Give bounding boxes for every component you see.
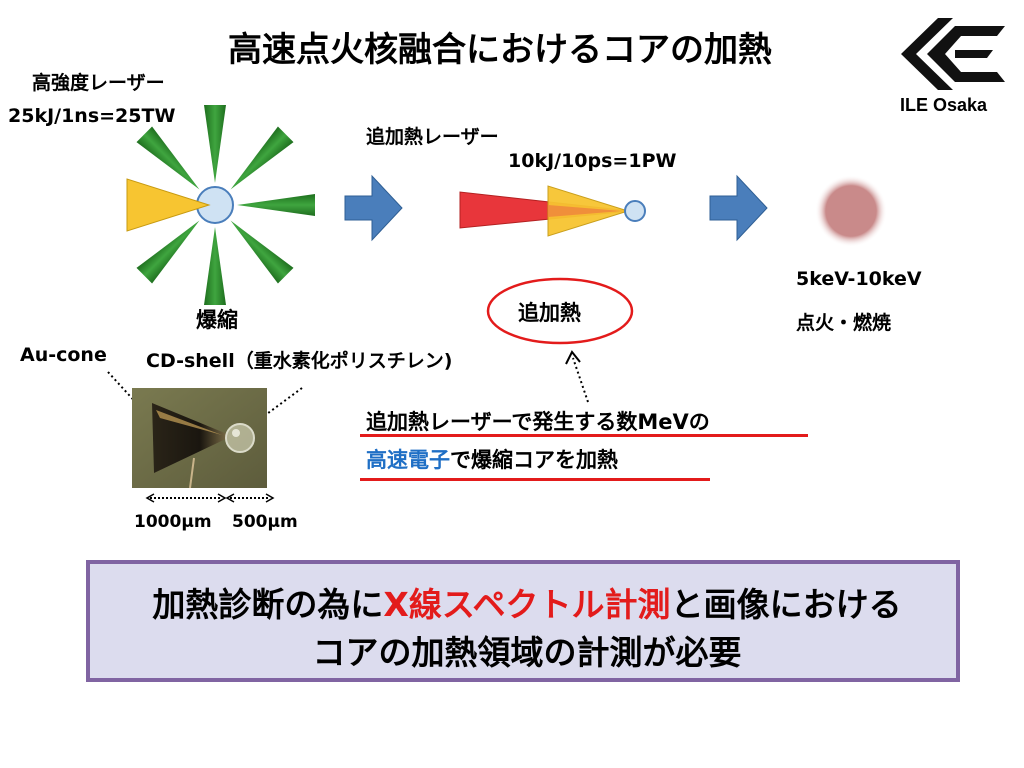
au-cone-label: Au-cone [20,344,107,366]
green-beam [204,227,226,305]
process-arrow-icon [709,174,768,242]
yellow-cone [126,178,211,232]
scale-bar-500 [225,493,275,503]
green-beam [136,220,200,284]
heating-laser-energy: 10kJ/10ps=1PW [508,150,677,172]
explanation-line1: 追加熱レーザーで発生する数MeVの [366,410,710,434]
green-beam [230,126,294,190]
high-intensity-laser-label: 高強度レーザー [32,72,165,94]
heating-laser-label: 追加熱レーザー [366,126,499,148]
pointer-arrow-icon [565,350,589,403]
scale-label-1000: 1000μm [134,512,212,532]
temperature-label: 5keV-10keV [796,268,922,290]
scale-bar-1000 [145,493,227,503]
underline-2 [360,478,710,481]
summary-text-b: と画像における [670,585,902,624]
green-beam [237,194,315,216]
explanation-line2-rest: で爆縮コアを加熱 [450,448,618,472]
target-photo [132,388,267,488]
process-arrow-icon [344,174,403,242]
scale-label-500: 500μm [232,512,298,532]
ile-logo-icon [901,18,1005,90]
green-beam [204,105,226,183]
logo-text: ILE Osaka [900,95,988,115]
hot-core [815,175,887,247]
summary-text-a: 加熱診断の為に [152,585,384,624]
cd-shell-label: CD-shell（重水素化ポリスチレン) [146,350,453,372]
implosion-caption: 爆縮 [196,308,238,332]
red-laser-core [548,205,622,217]
compressed-core [624,200,646,222]
summary-line2: コアの加熱領域の計測が必要 [312,633,742,672]
summary-box: 加熱診断の為にX線スペクトル計測と画像における コアの加熱領域の計測が必要 [86,560,960,682]
underline-1 [360,434,808,437]
page-title: 高速点火核融合におけるコアの加熱 [228,30,772,70]
summary-line1: 加熱診断の為にX線スペクトル計測と画像における [90,578,964,626]
ignition-caption: 点火・燃焼 [796,312,892,334]
high-intensity-laser-energy: 25kJ/1ns=25TW [8,105,176,127]
green-beam [230,220,294,284]
green-beam [136,126,200,190]
xray-spectrum-text: X線スペクトル計測 [383,585,671,624]
implosion-beams [126,105,315,305]
heating-laser-group [459,185,646,237]
explanation-line2: 高速電子で爆縮コアを加熱 [366,444,618,474]
highlight-ellipse [486,277,634,345]
fusion-diagram [107,105,887,503]
fast-electron-text: 高速電子 [366,448,450,472]
red-laser-beam [459,191,631,229]
additional-heating-label: 追加熱 [518,301,581,325]
